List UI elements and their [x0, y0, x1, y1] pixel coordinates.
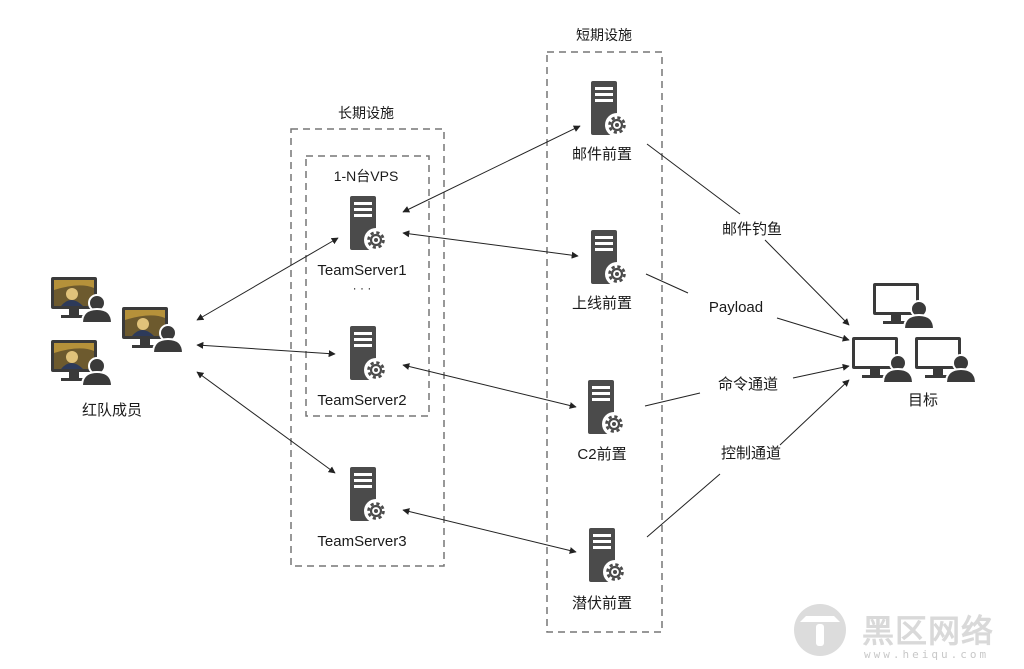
- edge-team-ts3: [196, 371, 336, 474]
- ts2-server-icon: [348, 324, 390, 384]
- ts1-server-icon: [348, 194, 390, 254]
- team-member-1-icon: [50, 276, 113, 324]
- edge-ts1-mail: [402, 125, 581, 213]
- edge-ts2-c2: [402, 363, 577, 409]
- ts3-server-icon: [348, 465, 390, 525]
- edge-online-target: [645, 273, 849, 340]
- target-2-icon: [851, 336, 914, 384]
- online-front-server-icon: [589, 228, 631, 288]
- edge-c2-target: [644, 366, 849, 407]
- c2-front-server-icon: [586, 378, 628, 438]
- mail-front-server-icon: [589, 79, 631, 139]
- edge-ts3-lurk: [402, 508, 577, 554]
- edge-team-ts2: [196, 341, 336, 358]
- watermark-logo-icon: [794, 604, 846, 656]
- target-3-icon: [914, 336, 977, 384]
- target-1-icon: [872, 282, 935, 330]
- edge-ts1-online: [402, 230, 579, 259]
- team-member-3-icon: [50, 339, 113, 387]
- team-member-2-icon: [121, 306, 184, 354]
- edge-lurk-target: [646, 380, 849, 538]
- lurk-front-server-icon: [587, 526, 629, 586]
- edge-mail-target: [646, 143, 849, 325]
- edge-team-ts1: [196, 237, 339, 321]
